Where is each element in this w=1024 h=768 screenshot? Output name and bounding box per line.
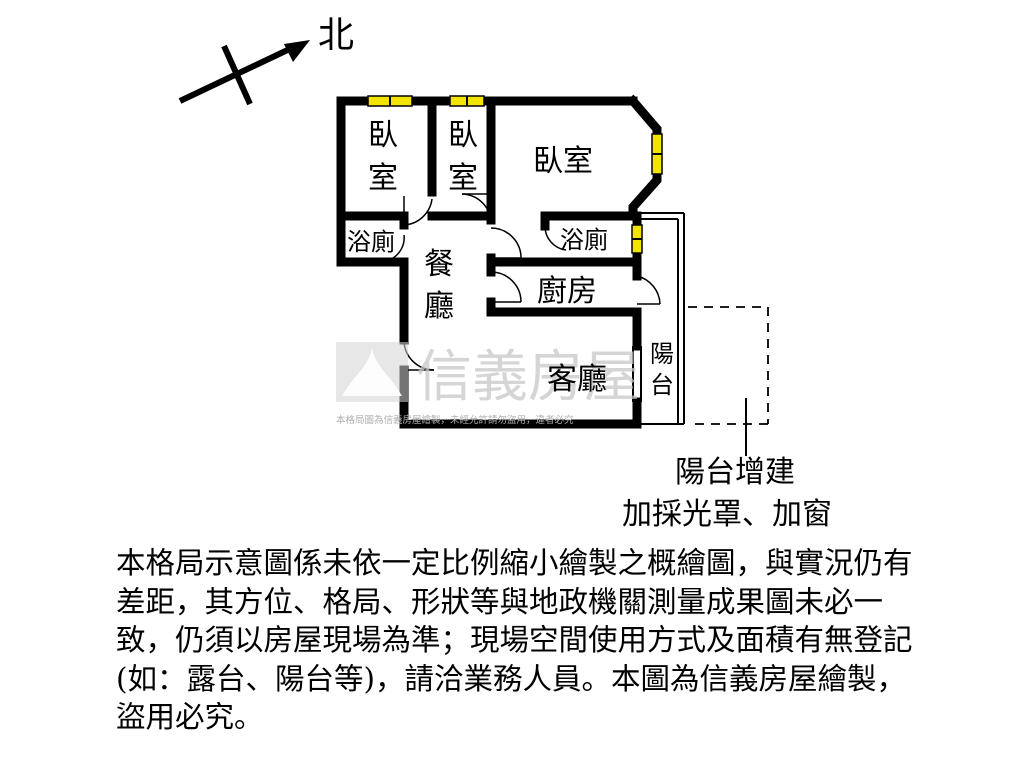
disclaimer-text: 本格局示意圖係未依一定比例縮小繪製之概繪圖，與實況仍有差距，其方位、格局、形狀等… <box>116 546 913 734</box>
north-arrow-cross <box>221 44 253 106</box>
label-living: 客廳 <box>547 362 607 397</box>
label-dining-1: 餐 <box>424 247 454 282</box>
label-balcony-1: 陽 <box>650 340 674 368</box>
watermark: 信義房屋 本格局圖為信義房屋繪製，未經允許請勿盜用，違者必究 <box>336 342 640 426</box>
room-labels: 臥 室 臥 室 臥室 浴廁 浴廁 餐 廳 廚房 客廳 陽 台 <box>347 118 674 399</box>
north-label: 北 <box>318 15 354 56</box>
annotation-line-1: 陽台增建 <box>675 455 795 490</box>
label-dining-2: 廳 <box>424 289 454 324</box>
label-bedroom-mid-1: 臥 <box>448 118 478 153</box>
balcony-outline <box>637 212 685 425</box>
label-bath-left: 浴廁 <box>347 228 395 256</box>
doors <box>392 193 661 371</box>
annotation-line-2: 加採光罩、加窗 <box>622 497 832 532</box>
balcony-extension-outline <box>688 306 769 456</box>
label-bath-right: 浴廁 <box>560 226 608 254</box>
watermark-brand: 信義房屋 <box>416 345 640 410</box>
label-bedroom-mid-2: 室 <box>448 161 478 196</box>
label-bedroom-left-1: 臥 <box>368 118 398 153</box>
balcony-annotation: 陽台增建 加採光罩、加窗 <box>622 455 832 532</box>
north-compass: 北 <box>178 15 354 106</box>
windows <box>367 95 663 254</box>
label-balcony-2: 台 <box>650 371 674 399</box>
watermark-notice: 本格局圖為信義房屋繪製，未經允許請勿盜用，違者必究 <box>336 414 574 426</box>
watermark-logo-icon <box>342 348 402 396</box>
label-bedroom-left-2: 室 <box>368 161 398 196</box>
label-bedroom-master: 臥室 <box>533 144 593 179</box>
label-kitchen: 廚房 <box>537 274 597 309</box>
north-arrow-head <box>284 40 310 62</box>
walls <box>336 94 662 429</box>
